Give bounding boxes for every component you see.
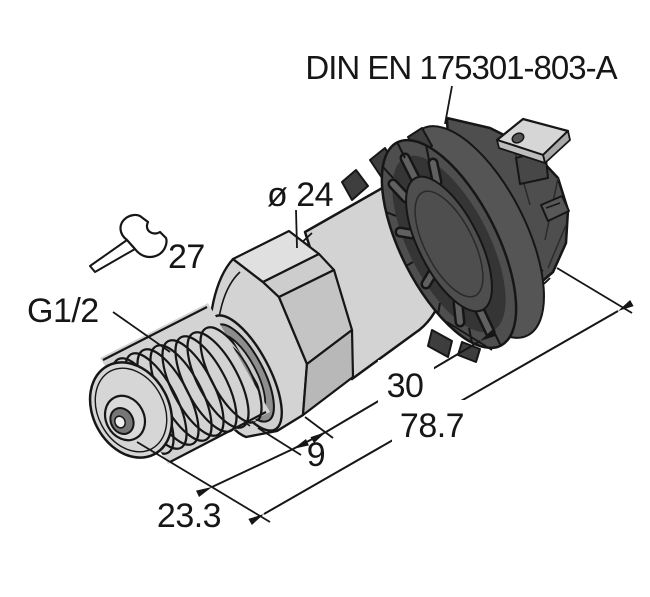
thread-label: G1/2 (27, 292, 99, 330)
leader-thread (112, 311, 171, 353)
connector-standard-label: DIN EN 175301-803-A (305, 49, 617, 86)
spade-terminal-top (495, 117, 571, 164)
dim-thread-length: 23.3 (157, 497, 221, 535)
dim-hex-seal-length: 9 (307, 436, 325, 474)
pressure-port-face (88, 361, 174, 459)
dim-line-thread-length (196, 439, 309, 497)
leader-body-diameter (295, 209, 298, 249)
leader-connector-standard (444, 85, 453, 125)
terminal-hole (511, 132, 525, 144)
dim-total-length: 78.7 (400, 407, 464, 445)
leader-lines (112, 85, 453, 353)
wrench-icon (89, 213, 168, 273)
din-connector (341, 116, 571, 363)
spade-terminal-side (540, 195, 570, 222)
dim-housing-length: 30 (387, 367, 424, 405)
wrench-size-label: 27 (168, 238, 205, 276)
body-diameter-label: ø 24 (267, 176, 333, 214)
labels: DIN EN 175301-803-A ø 24 27 G1/2 23.3 9 … (27, 49, 619, 535)
